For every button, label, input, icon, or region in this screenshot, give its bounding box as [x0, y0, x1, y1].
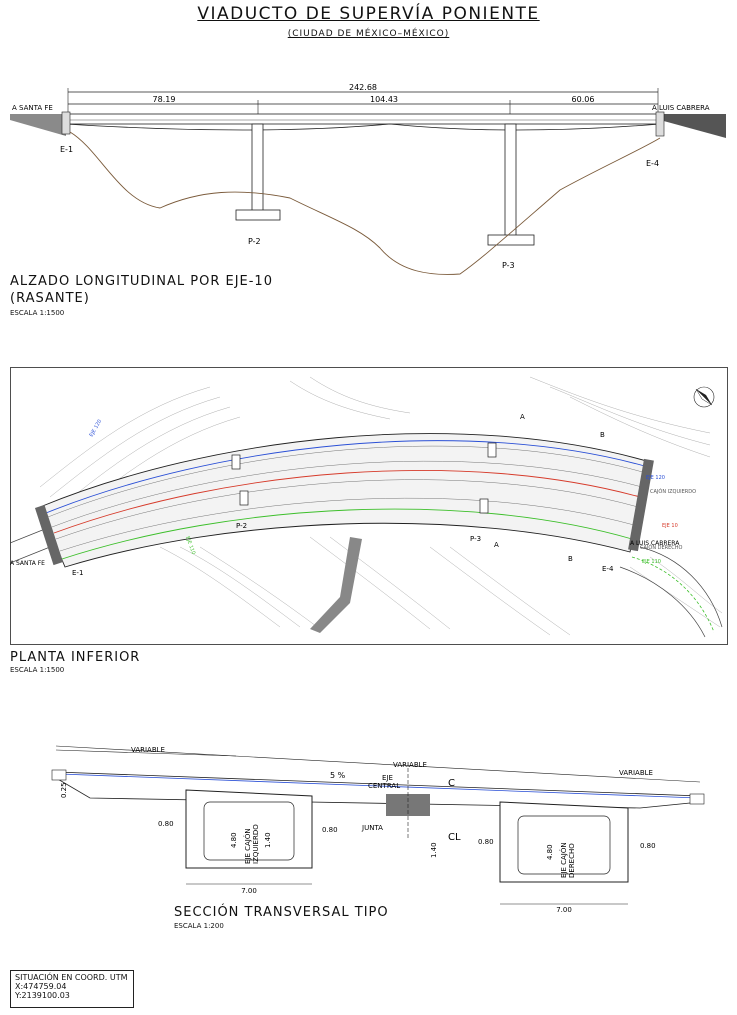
slope-label: 5 %: [330, 771, 346, 780]
axis-120-line: [45, 440, 649, 514]
right-barrier: [689, 793, 705, 805]
plan-axis-120-label: EJE 120: [646, 475, 665, 481]
section-drawing: VARIABLE VARIABLE VARIABLE 5 % EJE CENTR…: [51, 745, 705, 914]
left-barrier: [51, 769, 67, 781]
plan-drawing: A SANTA FE A LUIS CABRERA E-1 E-4 P-2 P-…: [10, 367, 728, 645]
plan-section-b-bottom: B: [568, 555, 573, 563]
section-caption: SECCIÓN TRANSVERSAL TIPO: [174, 905, 389, 920]
axis-110-line: [61, 508, 633, 560]
pier-p3: [504, 123, 517, 238]
curb-height-label: 0.25: [60, 782, 68, 798]
page-subtitle: (CIUDAD DE MÉXICO–MÉXICO): [287, 29, 450, 39]
plan-pier-p2a: [231, 454, 241, 470]
elevation-drawing: 242.68 78.19 104.43 60.06 A SANTA FE A L…: [10, 83, 726, 275]
web-left-inner-label: 0.80: [322, 826, 338, 834]
elevation-caption-line1: ALZADO LONGITUDINAL POR EJE-10: [10, 274, 273, 289]
plan-e1-label: E-1: [72, 569, 83, 577]
plan-left-direction: A SANTA FE: [10, 560, 45, 567]
joint-label: JUNTA: [361, 824, 383, 832]
plan-right-direction: A LUIS CABRERA: [630, 540, 680, 547]
plan-axis-10-label: EJE 10: [662, 523, 678, 529]
ramp-shape: [310, 537, 362, 633]
north-arrow-icon: [693, 386, 715, 408]
left-direction-label: A SANTA FE: [12, 104, 53, 112]
cl-top-label: C: [448, 778, 455, 789]
variable-right-label: VARIABLE: [619, 769, 653, 777]
left-embankment: [10, 114, 66, 136]
plan-section-b-top: B: [600, 431, 605, 439]
plan-scale: ESCALA 1:1500: [10, 666, 65, 674]
pier-p2-label: P-2: [248, 237, 261, 246]
right-direction-label: A LUIS CABRERA: [652, 104, 710, 112]
pier-p3-label: P-3: [502, 261, 515, 270]
slab-left-label: 1.40: [264, 832, 272, 848]
elevation-scale: ESCALA 1:1500: [10, 309, 65, 317]
slab-center-label: 1.40: [430, 842, 438, 858]
right-box-axis-line1: EJE CAJÓN: [559, 842, 568, 878]
web-right-outer-label: 0.80: [640, 842, 656, 850]
plan-caption: PLANTA INFERIOR: [10, 650, 141, 665]
span-3-label: 60.06: [572, 95, 595, 104]
axis-10-line: [53, 470, 641, 534]
left-box-axis-line2: IZQUIERDO: [252, 824, 260, 864]
section-scale: ESCALA 1:200: [174, 922, 224, 930]
pier-p2: [251, 123, 264, 213]
plan-section-a-top: A: [520, 413, 525, 421]
plan-p2-label: P-2: [236, 522, 247, 530]
plan-right-box-label: CAJÓN DERECHO: [640, 544, 683, 551]
coordinate-x: X:474759.04: [15, 982, 67, 991]
variable-left-label: VARIABLE: [131, 746, 165, 754]
web-right-inner-label: 0.80: [478, 838, 494, 846]
abutment-e4: [655, 111, 665, 137]
page-title: VIADUCTO DE SUPERVÍA PONIENTE: [197, 4, 540, 24]
variable-center-label: VARIABLE: [393, 761, 427, 769]
central-axis-line1: EJE: [382, 774, 393, 782]
right-box-axis-line2: DERECHO: [568, 843, 576, 878]
terrain-profile: [69, 131, 661, 275]
left-box-axis-line1: EJE CAJÓN: [243, 828, 252, 864]
plan-pier-p3b: [479, 498, 489, 514]
span-1-label: 78.19: [153, 95, 176, 104]
web-left-outer-label: 0.80: [158, 820, 174, 828]
span-2-label: 104.43: [370, 95, 398, 104]
width-left-label: 7.00: [241, 887, 257, 895]
coordinate-y: Y:2139100.03: [15, 991, 70, 1000]
abutment-e1: [61, 111, 71, 135]
elevation-caption-line2: (RASANTE): [10, 291, 90, 306]
coordinates-title: SITUACIÓN EN COORD. UTM: [15, 973, 128, 982]
total-length-label: 242.68: [349, 83, 377, 92]
plan-abutment-e1: [34, 504, 64, 566]
plan-axis-110-label: EJE 110: [642, 559, 661, 565]
right-embankment: [660, 114, 726, 138]
cl-bottom-label: CL: [448, 832, 461, 843]
central-axis-line2: CENTRAL: [368, 782, 400, 790]
abutment-e4-label: E-4: [646, 159, 659, 168]
height-left-label: 4.80: [230, 832, 238, 848]
height-right-label: 4.80: [546, 844, 554, 860]
abutment-e1-label: E-1: [60, 145, 73, 154]
plan-pier-p2b: [239, 490, 249, 506]
width-right-label: 7.00: [556, 906, 572, 914]
plan-p3-label: P-3: [470, 535, 481, 543]
plan-abutment-e4: [628, 458, 654, 552]
plan-left-box-label: CAJÓN IZQUIERDO: [650, 488, 696, 495]
plan-e4-label: E-4: [602, 565, 614, 573]
plan-section-a-bottom: A: [494, 541, 499, 549]
deck: [65, 113, 661, 125]
coordinates-box: SITUACIÓN EN COORD. UTM X:474759.04 Y:21…: [10, 970, 134, 1008]
plan-pier-p3a: [487, 442, 497, 458]
